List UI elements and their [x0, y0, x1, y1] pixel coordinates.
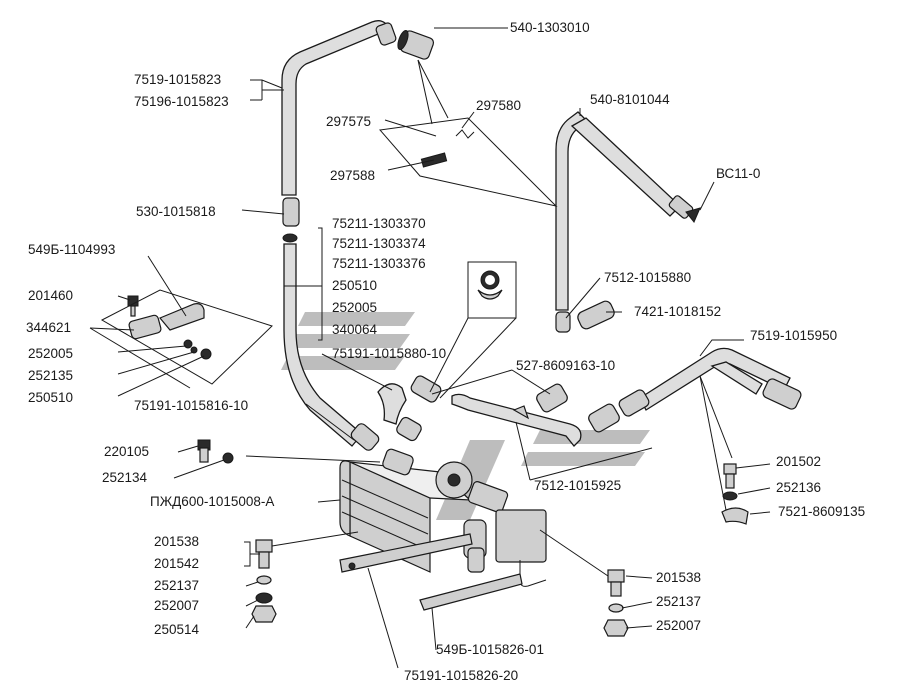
label-340064: 340064 [332, 322, 378, 337]
hose-75191-1015880-10 [377, 375, 442, 442]
pipe-7512-1015925 [451, 393, 582, 447]
label-75191-1015826-20: 75191-1015826-20 [404, 668, 518, 683]
leader-lines [89, 27, 771, 669]
label-75211-1303374: 75211-1303374 [332, 236, 426, 251]
label-201542: 201542 [154, 556, 199, 571]
label-297588: 297588 [330, 168, 375, 183]
bracket-549B-1015826-01 [419, 573, 523, 611]
callout-box-clamp [429, 261, 517, 399]
part-labels: 540-1303010 7519-1015823 75196-1015823 2… [26, 20, 865, 683]
label-540-1303010: 540-1303010 [510, 20, 590, 35]
clamp-75211-1303370 [477, 270, 503, 300]
label-252007-right: 252007 [656, 618, 701, 633]
hose-7519-1015950 [588, 347, 802, 433]
label-252137-right: 252137 [656, 594, 701, 609]
hose-upper-vertical [281, 20, 397, 196]
label-549b-1015826-01: 549Б-1015826-01 [436, 642, 544, 657]
label-pzd600-1015008-a: ПЖД600-1015008-А [150, 494, 274, 509]
label-201502: 201502 [776, 454, 821, 469]
label-250510-a: 250510 [332, 278, 377, 293]
label-252005-b: 252005 [28, 346, 73, 361]
callout-box-bracket [100, 289, 273, 385]
label-75211-1303370: 75211-1303370 [332, 216, 426, 231]
hose-mid-vertical [283, 243, 380, 451]
callout-box-fittings [379, 117, 558, 207]
label-252137-left: 252137 [154, 578, 199, 593]
tube-7421-1018152 [577, 300, 615, 330]
label-252136: 252136 [776, 480, 821, 495]
label-250510-b: 250510 [28, 390, 73, 405]
label-344621: 344621 [26, 320, 71, 335]
label-bc11-0: ВС11-0 [716, 166, 760, 181]
fastener-201538-left [251, 539, 277, 623]
label-201538-right: 201538 [656, 570, 701, 585]
label-527-8609163-10: 527-8609163-10 [516, 358, 615, 373]
label-549b-1104993: 549Б-1104993 [28, 242, 115, 257]
coupling-540-1303010 [397, 30, 435, 60]
label-75191-1015816-10: 75191-1015816-10 [134, 398, 248, 413]
clamp-527-8609163-10 [536, 383, 568, 413]
heater-unit [339, 448, 547, 587]
label-220105: 220105 [104, 444, 149, 459]
bracket-75191-1015826-20 [339, 533, 473, 573]
label-7519-1015950: 7519-1015950 [750, 328, 837, 343]
label-252007-left: 252007 [154, 598, 199, 613]
label-7512-1015925: 7512-1015925 [534, 478, 621, 493]
label-75211-1303376: 75211-1303376 [332, 256, 426, 271]
label-252135: 252135 [28, 368, 73, 383]
label-7512-1015880: 7512-1015880 [604, 270, 691, 285]
label-540-8101044: 540-8101044 [590, 92, 670, 107]
fastener-201538-right [603, 569, 629, 637]
label-530-1015818: 530-1015818 [136, 204, 216, 219]
bolt-220105 [197, 439, 234, 464]
hose-540-8101044 [555, 111, 701, 311]
label-7421-1018152: 7421-1018152 [634, 304, 721, 319]
label-252134: 252134 [102, 470, 148, 485]
bracket-549B-1104993 [127, 295, 212, 360]
label-7519-1015823: 7519-1015823 [134, 72, 221, 87]
label-252005-a: 252005 [332, 300, 377, 315]
label-75196-1015823: 75196-1015823 [134, 94, 229, 109]
label-250514: 250514 [154, 622, 200, 637]
label-297580: 297580 [476, 98, 521, 113]
label-201460: 201460 [28, 288, 73, 303]
label-201538-left: 201538 [154, 534, 199, 549]
label-7521-8609135: 7521-8609135 [778, 504, 865, 519]
label-297575: 297575 [326, 114, 371, 129]
label-75191-1015880-10: 75191-1015880-10 [332, 346, 446, 361]
connector-530-1015818 [282, 197, 300, 243]
fastener-201502-group [721, 463, 749, 525]
